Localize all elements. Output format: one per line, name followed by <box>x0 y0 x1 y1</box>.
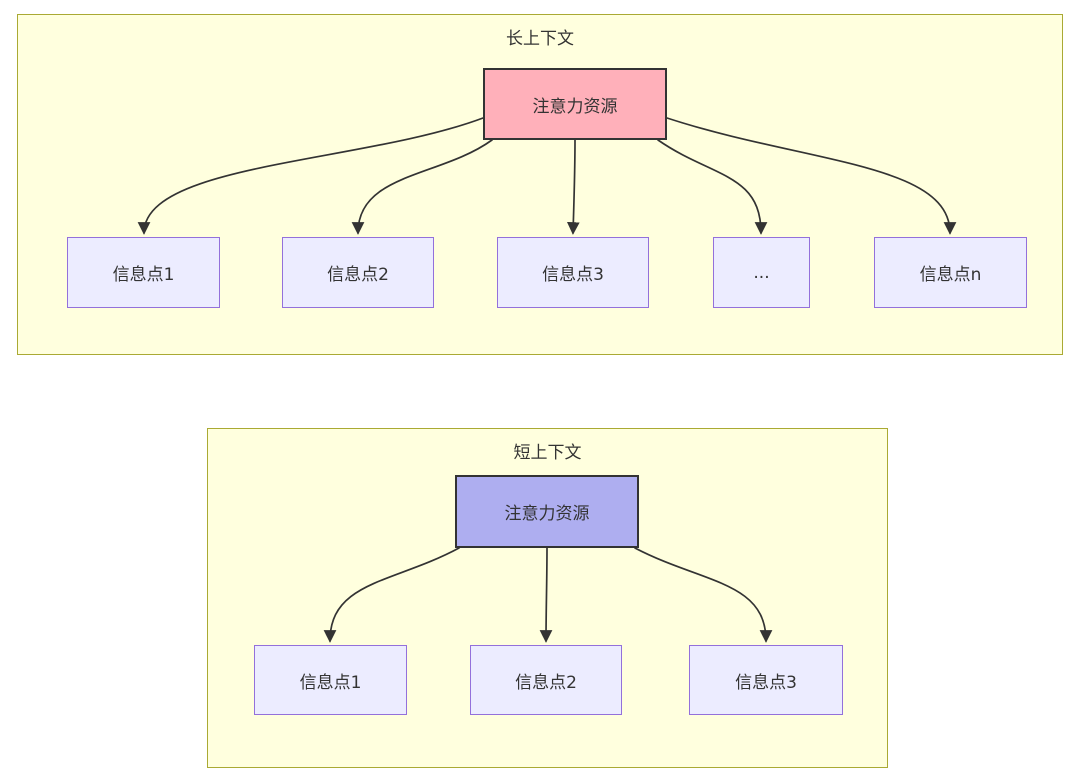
short-context-panel: 短上下文 注意力资源 信息点1 信息点2 信息点3 <box>207 428 888 768</box>
info-node-short-1: 信息点1 <box>254 645 407 715</box>
edge-arrow-short-1 <box>323 547 460 643</box>
long-context-title: 长上下文 <box>506 29 574 49</box>
info-node-label: 信息点1 <box>299 672 362 693</box>
info-node-label: 信息点1 <box>112 265 175 285</box>
info-node-long-1: 信息点1 <box>67 237 220 308</box>
edge-arrow-long-3 <box>566 139 580 235</box>
info-node-long-n: 信息点n <box>874 237 1027 308</box>
info-node-long-2: 信息点2 <box>282 237 434 308</box>
info-node-label: 信息点2 <box>515 672 577 693</box>
info-node-long-ellipsis: ... <box>713 237 810 308</box>
info-node-label: 信息点2 <box>327 265 389 285</box>
edge-arrow-short-2 <box>539 547 553 643</box>
info-node-short-3: 信息点3 <box>689 645 843 715</box>
edge-arrow-long-4 <box>657 139 768 235</box>
attention-node-short: 注意力资源 <box>455 475 639 548</box>
long-context-panel: 长上下文 注意力资源 信息点1 信息点2 信息点3 ... <box>17 14 1063 355</box>
info-node-label: ... <box>753 262 770 283</box>
attention-node-long-label: 注意力资源 <box>532 96 618 117</box>
edge-arrow-long-1 <box>137 117 484 235</box>
attention-node-long: 注意力资源 <box>483 68 667 140</box>
edge-arrow-short-3 <box>634 547 773 643</box>
short-context-title: 短上下文 <box>513 443 582 463</box>
info-node-label: 信息点3 <box>735 672 797 693</box>
edge-arrow-long-2 <box>351 139 493 235</box>
edge-arrow-long-5 <box>666 117 957 235</box>
info-node-long-3: 信息点3 <box>497 237 649 308</box>
info-node-label: 信息点3 <box>542 265 604 285</box>
info-node-label: 信息点n <box>919 265 982 285</box>
attention-node-short-label: 注意力资源 <box>504 504 590 524</box>
info-node-short-2: 信息点2 <box>470 645 622 715</box>
